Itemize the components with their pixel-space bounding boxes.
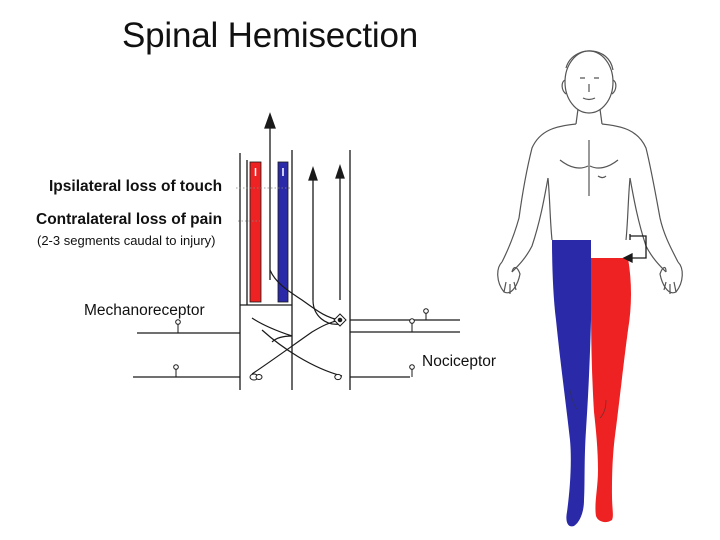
spinal-cord-outline: [239, 150, 351, 390]
receptor-markers: [173, 308, 429, 377]
lesion-level-marker: [622, 234, 647, 264]
left-leg-pain-loss: [552, 240, 591, 527]
pathway-curves: [251, 269, 343, 377]
contralateral-loss-label: Contralateral loss of pain: [36, 211, 223, 228]
mechanoreceptor-label: Mechanoreceptor: [84, 302, 205, 319]
segments-note: (2-3 segments caudal to injury): [37, 233, 216, 248]
body-outline: [497, 50, 683, 294]
dorsal-column-tract: [249, 161, 262, 303]
nociceptor-label: Nociceptor: [422, 353, 497, 370]
page-title: Spinal Hemisection: [122, 16, 418, 55]
ipsilateral-loss-label: Ipsilateral loss of touch: [49, 178, 223, 195]
ascending-arrows: [264, 112, 345, 300]
neuron-lines: [133, 319, 460, 378]
right-leg-touch-loss: [591, 258, 631, 523]
spinothalamic-tract: [277, 161, 289, 303]
